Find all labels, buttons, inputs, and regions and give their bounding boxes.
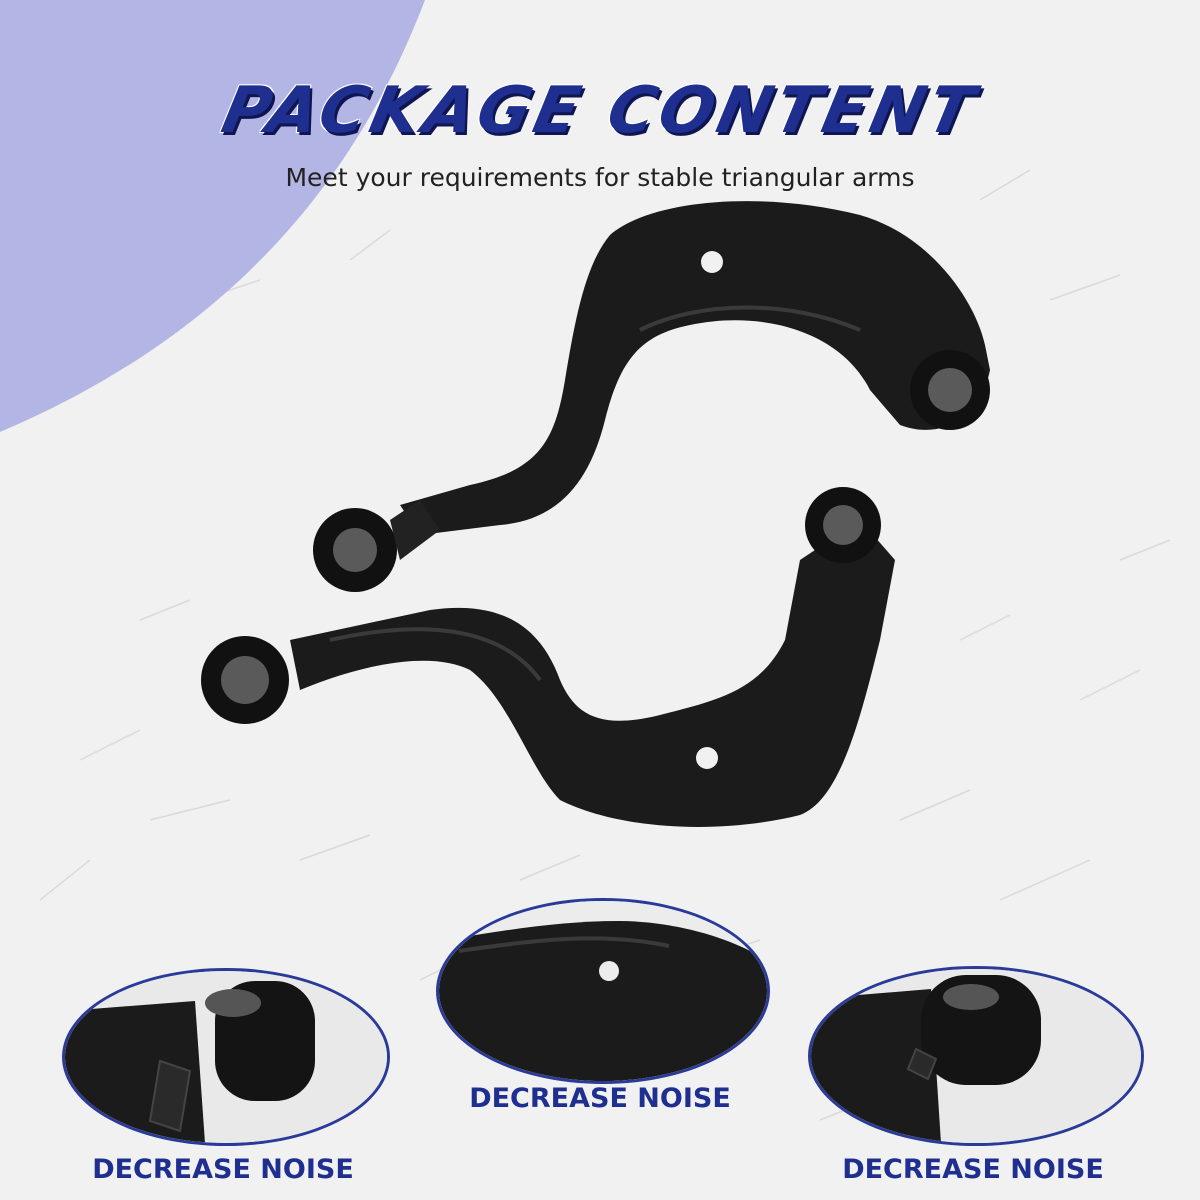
detail-frame-center	[436, 898, 770, 1084]
arm-plate-closeup-image	[439, 901, 767, 1081]
bushing-closeup-image	[811, 969, 1141, 1143]
page-title: PACKAGE CONTENT	[215, 74, 985, 148]
control-arms-illustration	[201, 201, 990, 827]
page-subtitle: Meet your requirements for stable triang…	[285, 163, 915, 192]
bushing-closeup-image	[65, 971, 387, 1143]
detail-frame-right	[808, 966, 1144, 1146]
corner-decoration	[0, 0, 425, 432]
detail-caption-center: DECREASE NOISE	[469, 1083, 731, 1114]
lower-control-arm	[201, 487, 895, 827]
detail-caption-left: DECREASE NOISE	[92, 1154, 354, 1185]
detail-caption-right: DECREASE NOISE	[842, 1154, 1104, 1185]
detail-frame-left	[62, 968, 390, 1146]
upper-control-arm	[313, 201, 990, 592]
